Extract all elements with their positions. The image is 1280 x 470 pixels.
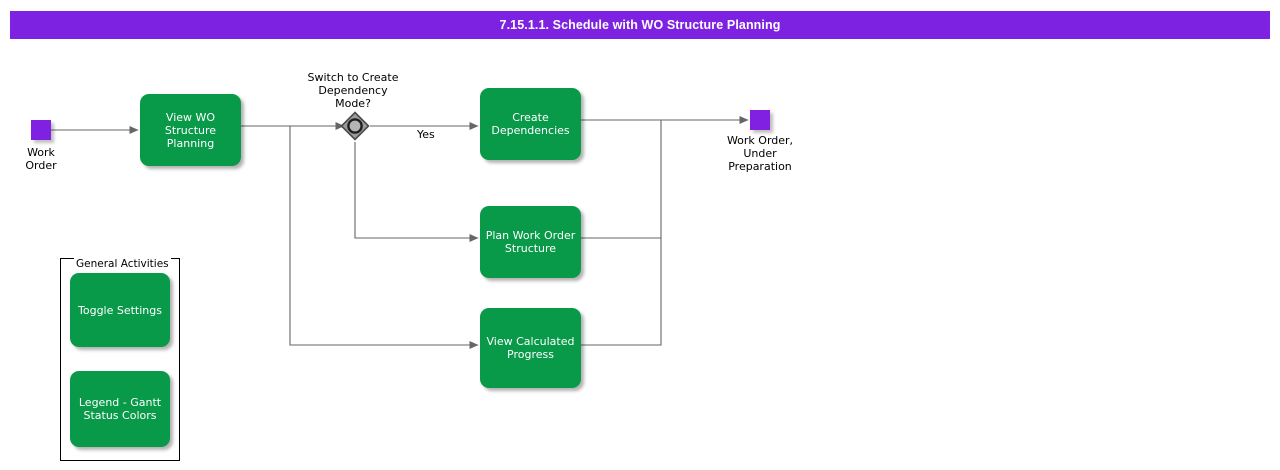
start-event-work-order[interactable] [31, 120, 51, 140]
group-general-activities-title: General Activities [74, 258, 171, 270]
edge-plan-wo-structure-to-merge [581, 120, 662, 239]
page-title-bar: 7.15.1.1. Schedule with WO Structure Pla… [10, 11, 1270, 39]
task-create-dependencies[interactable]: Create Dependencies [480, 88, 581, 160]
edge-gateway-to-plan-wo-structure [354, 142, 479, 242]
gateway-question-label: Switch to Create Dependency Mode? [307, 71, 399, 110]
end-event-work-order-under-preparation[interactable] [750, 110, 770, 130]
task-view-wo-structure-planning-label: View WO Structure Planning [164, 110, 217, 150]
task-create-dependencies-label: Create Dependencies [491, 111, 570, 137]
edge-gateway-to-view-calculated-progress [289, 126, 479, 349]
gateway-icon [340, 111, 370, 141]
task-view-calculated-progress[interactable]: View Calculated Progress [480, 308, 581, 388]
end-event-label: Work Order, Under Preparation [726, 134, 794, 173]
task-plan-work-order-structure-label: Plan Work Order Structure [485, 229, 576, 255]
task-legend-gantt-status-colors-label: Legend - Gantt Status Colors [78, 396, 162, 422]
edge-label-yes: Yes [417, 128, 435, 141]
task-toggle-settings-label: Toggle Settings [78, 303, 162, 317]
task-plan-work-order-structure[interactable]: Plan Work Order Structure [480, 206, 581, 278]
task-view-wo-structure-planning[interactable]: View WO Structure Planning [140, 94, 241, 166]
edge-view-calculated-progress-to-merge [581, 238, 662, 346]
task-toggle-settings[interactable]: Toggle Settings [70, 273, 170, 347]
task-view-calculated-progress-label: View Calculated Progress [486, 335, 575, 361]
page-title: 7.15.1.1. Schedule with WO Structure Pla… [499, 18, 781, 32]
task-legend-gantt-status-colors[interactable]: Legend - Gantt Status Colors [70, 371, 170, 447]
event-based-gateway[interactable] [339, 110, 371, 142]
start-event-label: Work Order [25, 146, 57, 172]
